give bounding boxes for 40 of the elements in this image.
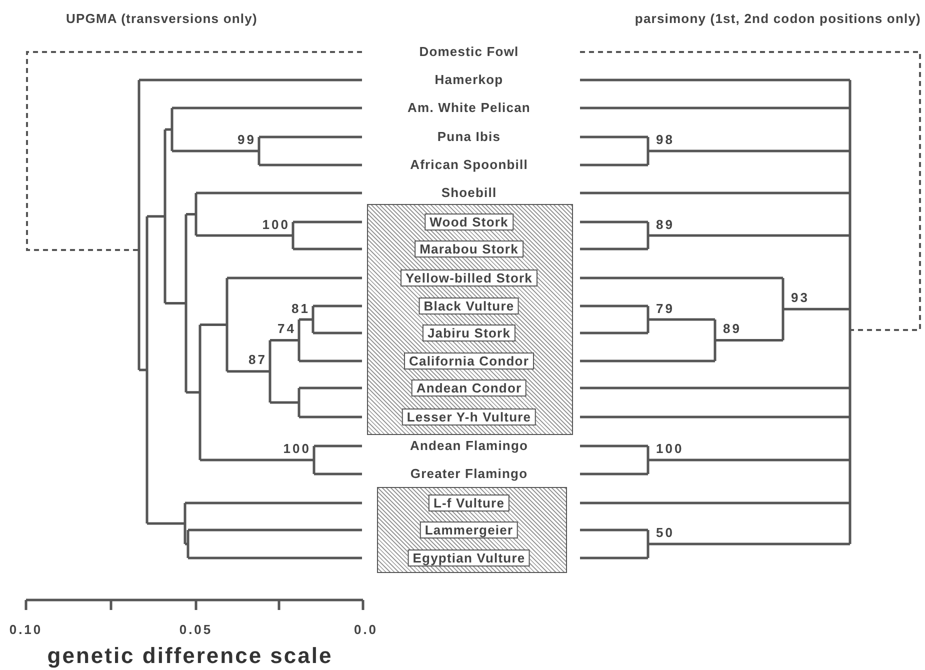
taxon-label: California Condor bbox=[404, 352, 534, 370]
bootstrap-value: 93 bbox=[791, 291, 810, 306]
bootstrap-value: 79 bbox=[656, 302, 674, 316]
tick-label: 0.05 bbox=[179, 623, 213, 637]
axis-title: genetic difference scale bbox=[47, 644, 333, 668]
method-title: UPGMA (transversions only) bbox=[66, 12, 258, 26]
hatched-box bbox=[377, 487, 567, 573]
bootstrap-value: 74 bbox=[278, 322, 296, 336]
taxon-label: Am. White Pelican bbox=[408, 100, 530, 116]
taxon-label: African Spoonbill bbox=[410, 157, 528, 173]
taxon-label: Marabou Stork bbox=[414, 240, 524, 258]
taxon-label: Hamerkop bbox=[434, 72, 504, 88]
bootstrap-value: 100 bbox=[262, 218, 290, 232]
bootstrap-value: 100 bbox=[283, 442, 311, 456]
taxon-label: Lammergeier bbox=[420, 522, 518, 538]
taxon-label: L-f Vulture bbox=[428, 494, 510, 512]
tick-label: 0.10 bbox=[9, 623, 43, 637]
bootstrap-value: 100 bbox=[656, 442, 684, 456]
bootstrap-value: 50 bbox=[656, 526, 674, 540]
taxon-label: Lesser Y-h Vulture bbox=[402, 408, 536, 426]
bootstrap-value: 98 bbox=[656, 133, 674, 147]
bootstrap-value: 81 bbox=[292, 302, 310, 316]
taxon-label: Andean Flamingo bbox=[410, 438, 528, 454]
taxon-label: Jabiru Stork bbox=[422, 324, 516, 342]
taxon-label: Puna Ibis bbox=[437, 129, 501, 145]
taxon-label: Shoebill bbox=[441, 185, 497, 201]
bootstrap-value: 89 bbox=[656, 218, 674, 232]
taxon-label: Yellow-billed Stork bbox=[400, 270, 538, 286]
taxon-label: Black Vulture bbox=[418, 298, 520, 314]
tick-label: 0.0 bbox=[354, 623, 378, 637]
method-title: parsimony (1st, 2nd codon positions only) bbox=[634, 12, 921, 26]
hatched-box bbox=[367, 204, 573, 435]
taxon-label: Greater Flamingo bbox=[410, 466, 528, 482]
taxon-label: Egyptian Vulture bbox=[408, 550, 530, 566]
taxon-label: Wood Stork bbox=[424, 214, 514, 230]
bootstrap-value: 89 bbox=[723, 322, 742, 336]
taxon-label: Domestic Fowl bbox=[419, 44, 519, 60]
bootstrap-value: 99 bbox=[238, 133, 256, 147]
bootstrap-value: 87 bbox=[248, 353, 267, 368]
taxon-label: Andean Condor bbox=[411, 380, 527, 396]
